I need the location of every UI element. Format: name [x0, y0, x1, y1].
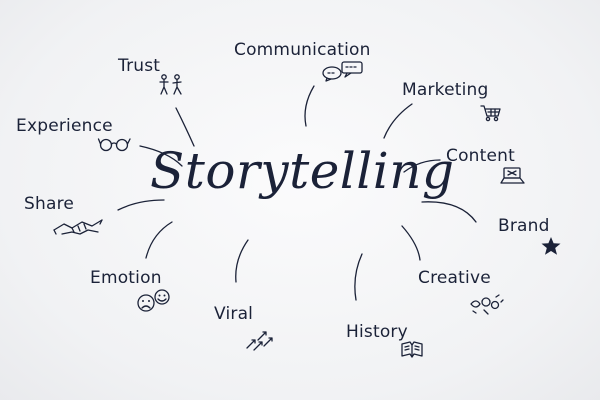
connector-share [117, 199, 165, 211]
node-marketing: Marketing [402, 80, 489, 100]
star-icon [540, 236, 562, 256]
node-content: Content [446, 146, 516, 166]
glasses-icon [97, 136, 132, 152]
node-history: History [346, 322, 408, 342]
smiley-faces-icon [136, 288, 172, 314]
center-topic: Storytelling [150, 142, 455, 200]
book-icon [400, 340, 424, 360]
people-icon [158, 74, 186, 96]
node-share: Share [24, 194, 75, 214]
connector-experience [139, 145, 183, 167]
node-viral: Viral [214, 304, 254, 324]
connector-communication [304, 85, 315, 127]
handshake-icon [52, 210, 104, 238]
arrows-icon [244, 326, 278, 352]
node-experience: Experience [16, 116, 113, 136]
connector-viral [235, 239, 249, 283]
shopping-cart-icon [480, 104, 502, 122]
node-creative: Creative [418, 268, 491, 288]
connector-creative [401, 225, 421, 261]
creative-doodle-icon [468, 294, 504, 316]
connector-marketing [383, 103, 413, 139]
node-brand: Brand [498, 216, 550, 236]
node-emotion: Emotion [90, 268, 162, 288]
connector-emotion [145, 221, 173, 259]
connector-history [354, 253, 363, 301]
connector-trust [175, 107, 195, 147]
connector-brand [421, 201, 477, 223]
laptop-icon [500, 166, 526, 186]
speech-bubbles-icon [322, 60, 366, 82]
node-trust: Trust [118, 56, 161, 76]
node-communication: Communication [234, 40, 371, 60]
connector-content [403, 159, 441, 173]
